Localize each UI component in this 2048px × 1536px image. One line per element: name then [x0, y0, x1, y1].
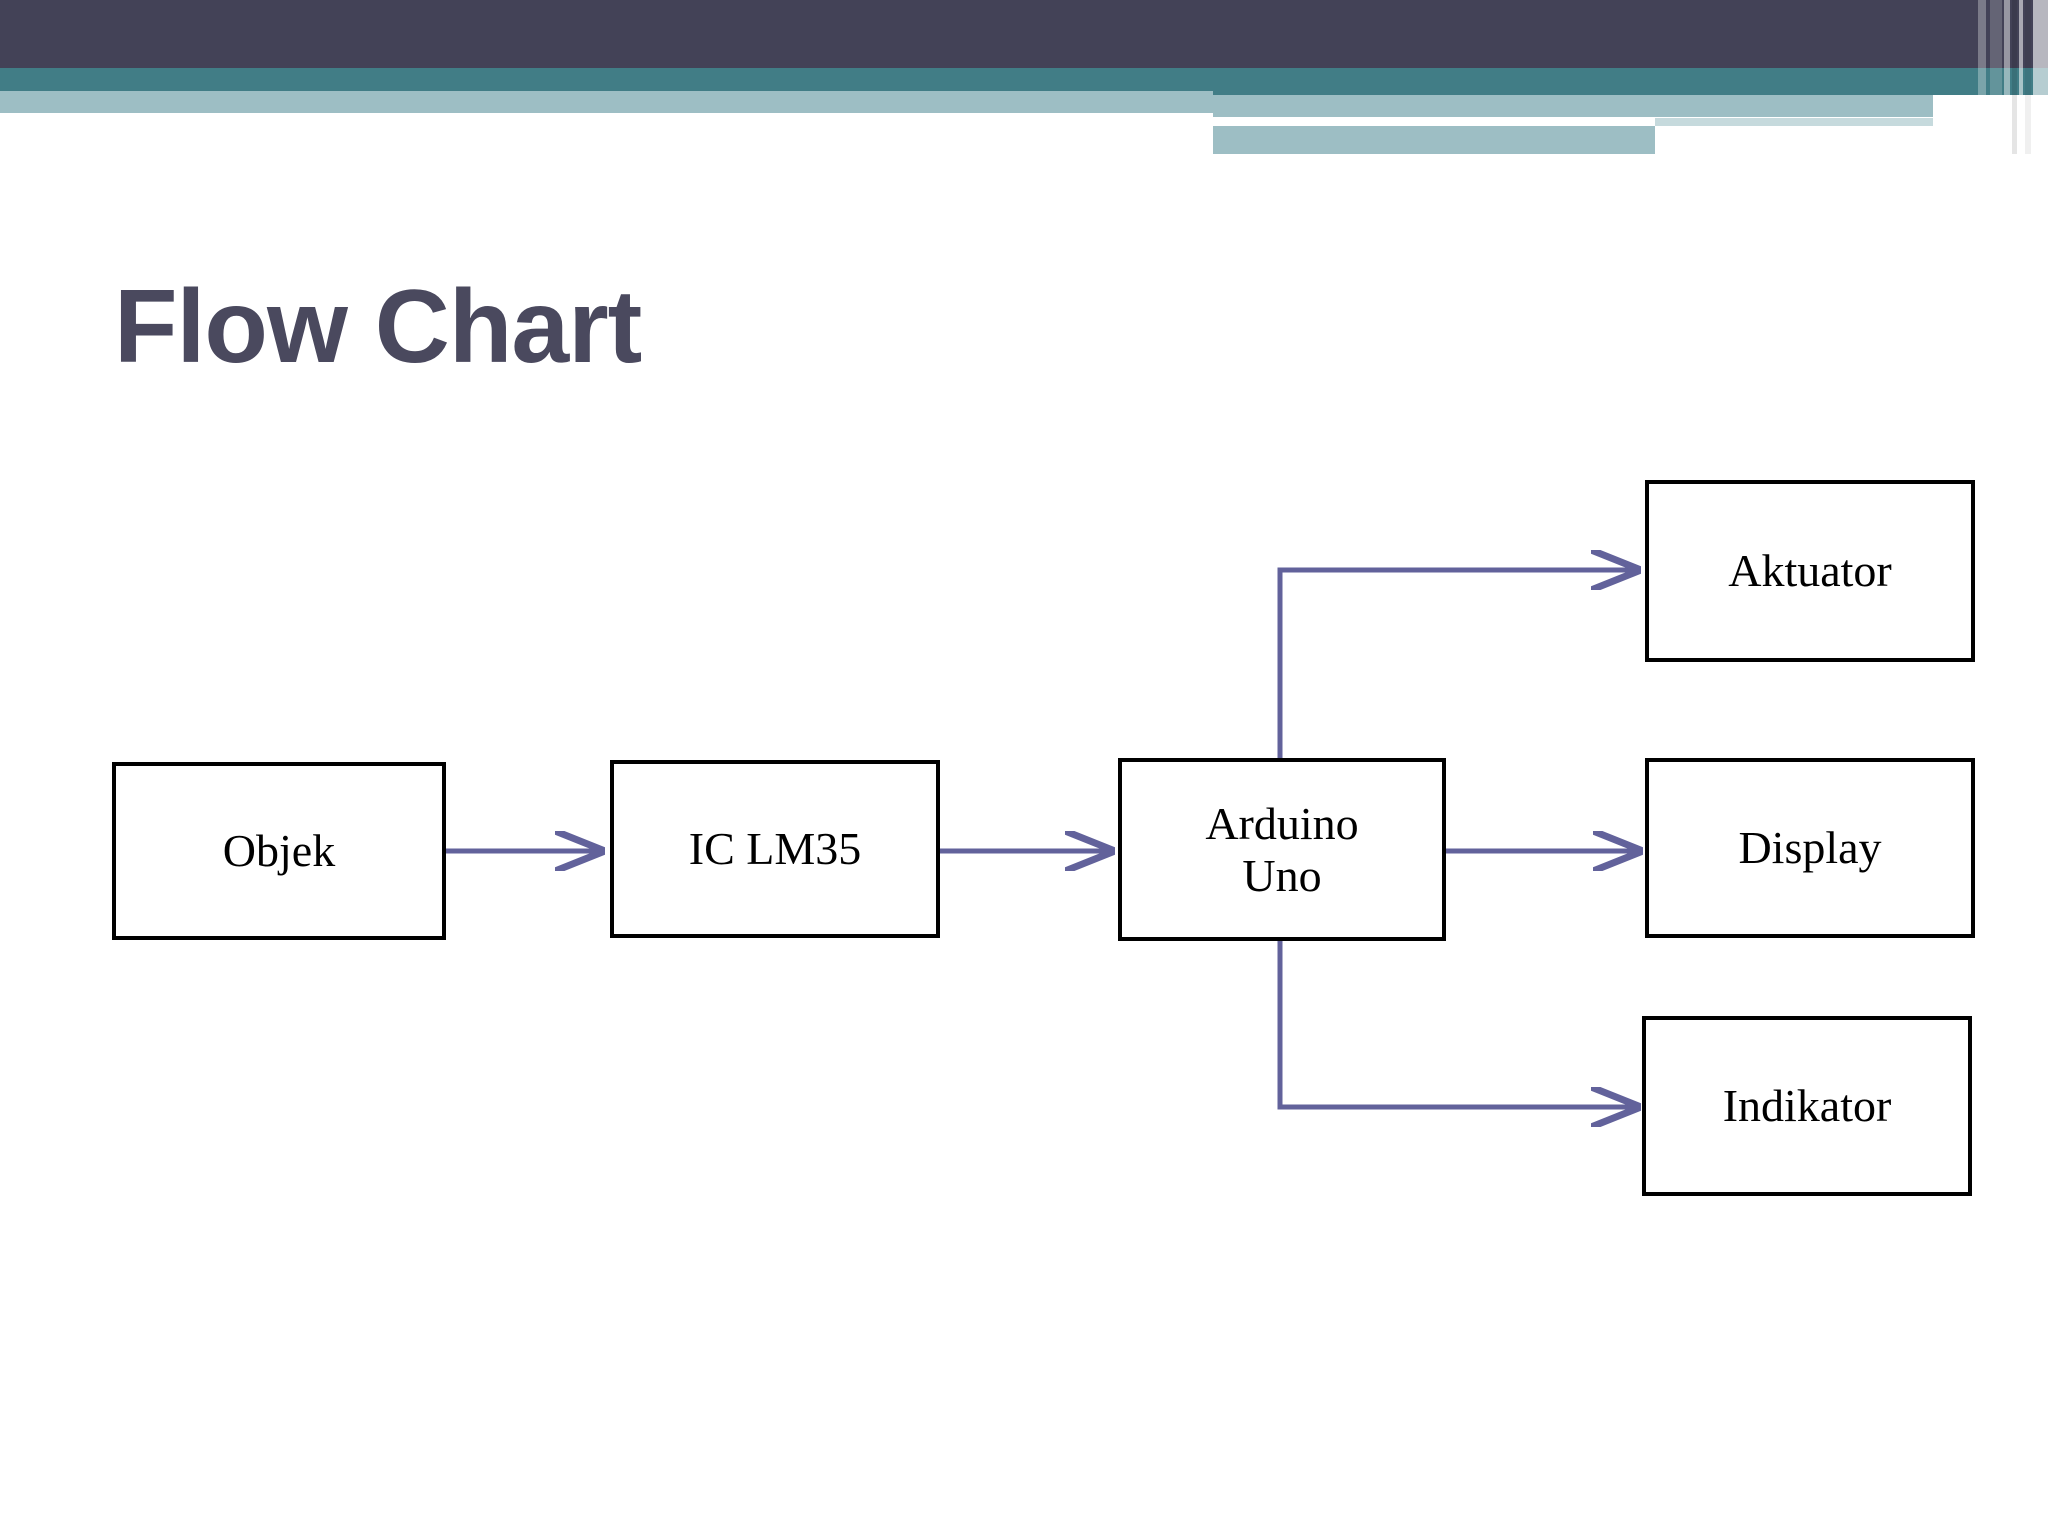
header-band-light-left — [0, 91, 1213, 113]
node-arduino-uno-label-line1: Arduino — [1205, 797, 1359, 849]
node-aktuator-label: Aktuator — [1728, 545, 1892, 597]
accent-stripe-6 — [2025, 0, 2031, 154]
node-objek[interactable]: Objek — [112, 762, 446, 940]
node-arduino-uno-label-line2: Uno — [1242, 849, 1322, 901]
node-objek-label: Objek — [222, 825, 336, 877]
accent-stripe-1 — [1978, 0, 1986, 154]
node-display[interactable]: Display — [1645, 758, 1975, 938]
page-title: Flow Chart — [114, 269, 642, 385]
node-display-label: Display — [1738, 822, 1882, 874]
node-indikator-label: Indikator — [1722, 1080, 1892, 1132]
node-arduino-uno[interactable]: Arduino Uno — [1118, 758, 1446, 941]
node-ic-lm35[interactable]: IC LM35 — [610, 760, 940, 938]
header-band-teal — [0, 68, 2048, 95]
accent-stripe-4 — [2012, 0, 2017, 154]
edge-arduino-to-indikator — [1277, 941, 1636, 1107]
header-band-step-b — [1213, 117, 1900, 126]
node-aktuator[interactable]: Aktuator — [1645, 480, 1975, 662]
node-ic-lm35-label: IC LM35 — [688, 823, 862, 875]
header-band-step-d — [1655, 126, 1933, 154]
edge-arduino-to-aktuator — [1277, 570, 1636, 758]
accent-stripe-3 — [2004, 0, 2010, 154]
header-band-dark — [0, 0, 2048, 68]
node-indikator[interactable]: Indikator — [1642, 1016, 1972, 1196]
header-band-step-a — [1213, 95, 1933, 117]
header-band-step-e — [1655, 118, 1933, 127]
accent-stripe-7 — [2033, 0, 2048, 154]
accent-stripe-2 — [1990, 0, 2002, 154]
accent-stripe-5 — [2019, 0, 2023, 154]
